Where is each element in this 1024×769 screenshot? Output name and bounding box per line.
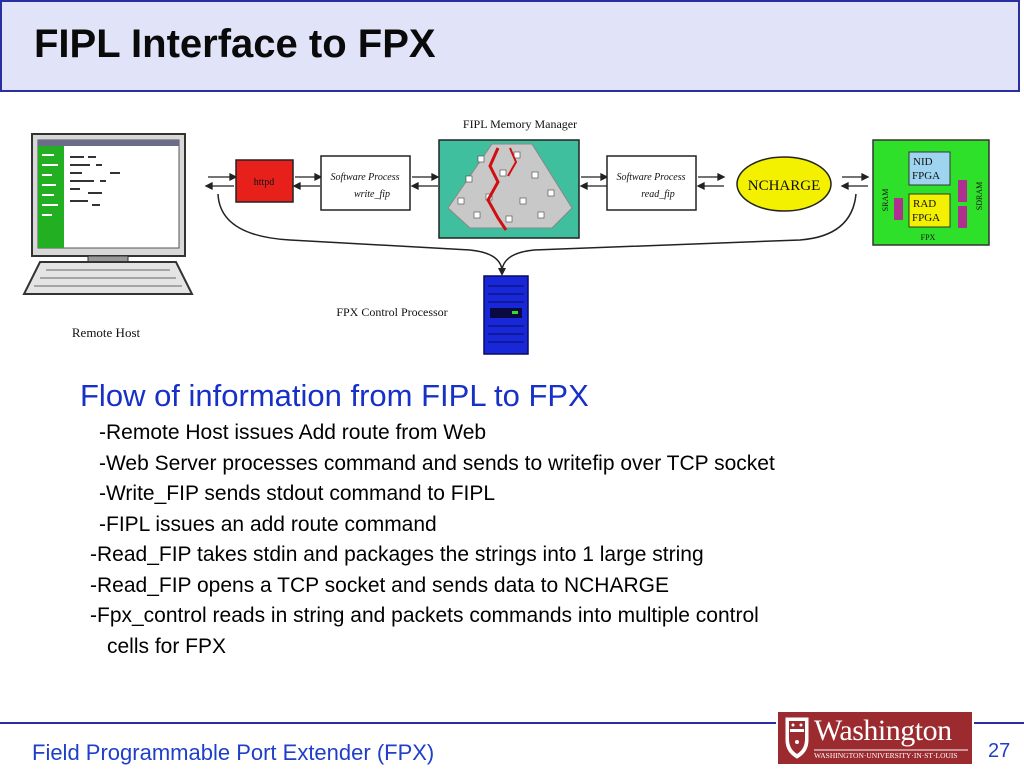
flow-step: -Remote Host issues Add route from Web [99, 421, 487, 444]
flow-step: -Write_FIP sends stdout command to FIPL [99, 482, 496, 505]
control-processor-label: FPX Control Processor [336, 305, 447, 319]
flow-step: -Web Server processes command and sends … [99, 451, 775, 475]
flow-step-continuation: cells for FPX [107, 634, 227, 658]
slide-title: FIPL Interface to FPX [34, 22, 436, 66]
nid-label-2: FPGA [912, 170, 940, 182]
logo-wordmark: Washington [814, 714, 952, 747]
write-fip-box [320, 155, 411, 211]
university-seal-icon [785, 717, 968, 759]
arrows-readfip-ncharge [696, 172, 726, 191]
flow-step: -FIPL issues an add route command [99, 512, 437, 536]
rad-label-2: FPGA [912, 212, 940, 224]
page-number: 27 [988, 740, 1011, 762]
arrows-host-httpd [204, 172, 238, 191]
httpd-label: httpd [254, 177, 275, 188]
footer-title: Field Programmable Port Extender (FPX) [32, 740, 435, 765]
fpx-board [872, 139, 990, 246]
control-processor-tower [483, 275, 529, 355]
title-bar: FIPL Interface to FPX [0, 0, 1020, 92]
write-fip-label-2: write_fip [354, 189, 390, 200]
ncharge-ellipse [736, 156, 832, 212]
flow-step: -Read_FIP opens a TCP socket and sends d… [90, 573, 669, 597]
arrows-ncharge-fpx [840, 172, 870, 191]
arrows-memmgr-readfip [579, 172, 609, 191]
httpd-box [235, 159, 294, 203]
rad-label-1: RAD [913, 198, 936, 210]
read-fip-box [606, 155, 697, 211]
memory-manager-label: FIPL Memory Manager [463, 117, 577, 131]
arrows-httpd-writefip [292, 172, 323, 191]
remote-host-computer [22, 133, 194, 295]
read-fip-label-1: Software Process [617, 172, 686, 183]
washington-university-logo: Washington WASHINGTON·UNIVERSITY·IN·ST·L… [776, 710, 974, 766]
flow-step: -Fpx_control reads in string and packets… [90, 604, 759, 627]
sram-label: SRAM [881, 189, 890, 212]
architecture-diagram: Remote Host httpd Software Process write… [22, 117, 990, 355]
memory-manager-trie [438, 139, 580, 239]
nid-label-1: NID [913, 156, 933, 168]
footer-rule [0, 722, 1024, 724]
fpx-label: FPX [921, 233, 936, 242]
ncharge-label: NCHARGE [748, 178, 821, 194]
read-fip-label-2: read_fip [641, 189, 675, 200]
remote-host-label: Remote Host [72, 325, 141, 340]
arrows-writefip-memmgr [410, 172, 440, 191]
write-fip-label-1: Software Process [331, 172, 400, 183]
content-area: Flow of information from FIPL to FPX -Re… [80, 378, 980, 662]
logo-subtitle: WASHINGTON·UNIVERSITY·IN·ST·LOUIS [814, 751, 958, 760]
sdram-label: SDRAM [975, 182, 984, 210]
flow-step: -Read_FIP takes stdin and packages the s… [90, 543, 704, 566]
content-heading: Flow of information from FIPL to FPX [80, 378, 589, 413]
